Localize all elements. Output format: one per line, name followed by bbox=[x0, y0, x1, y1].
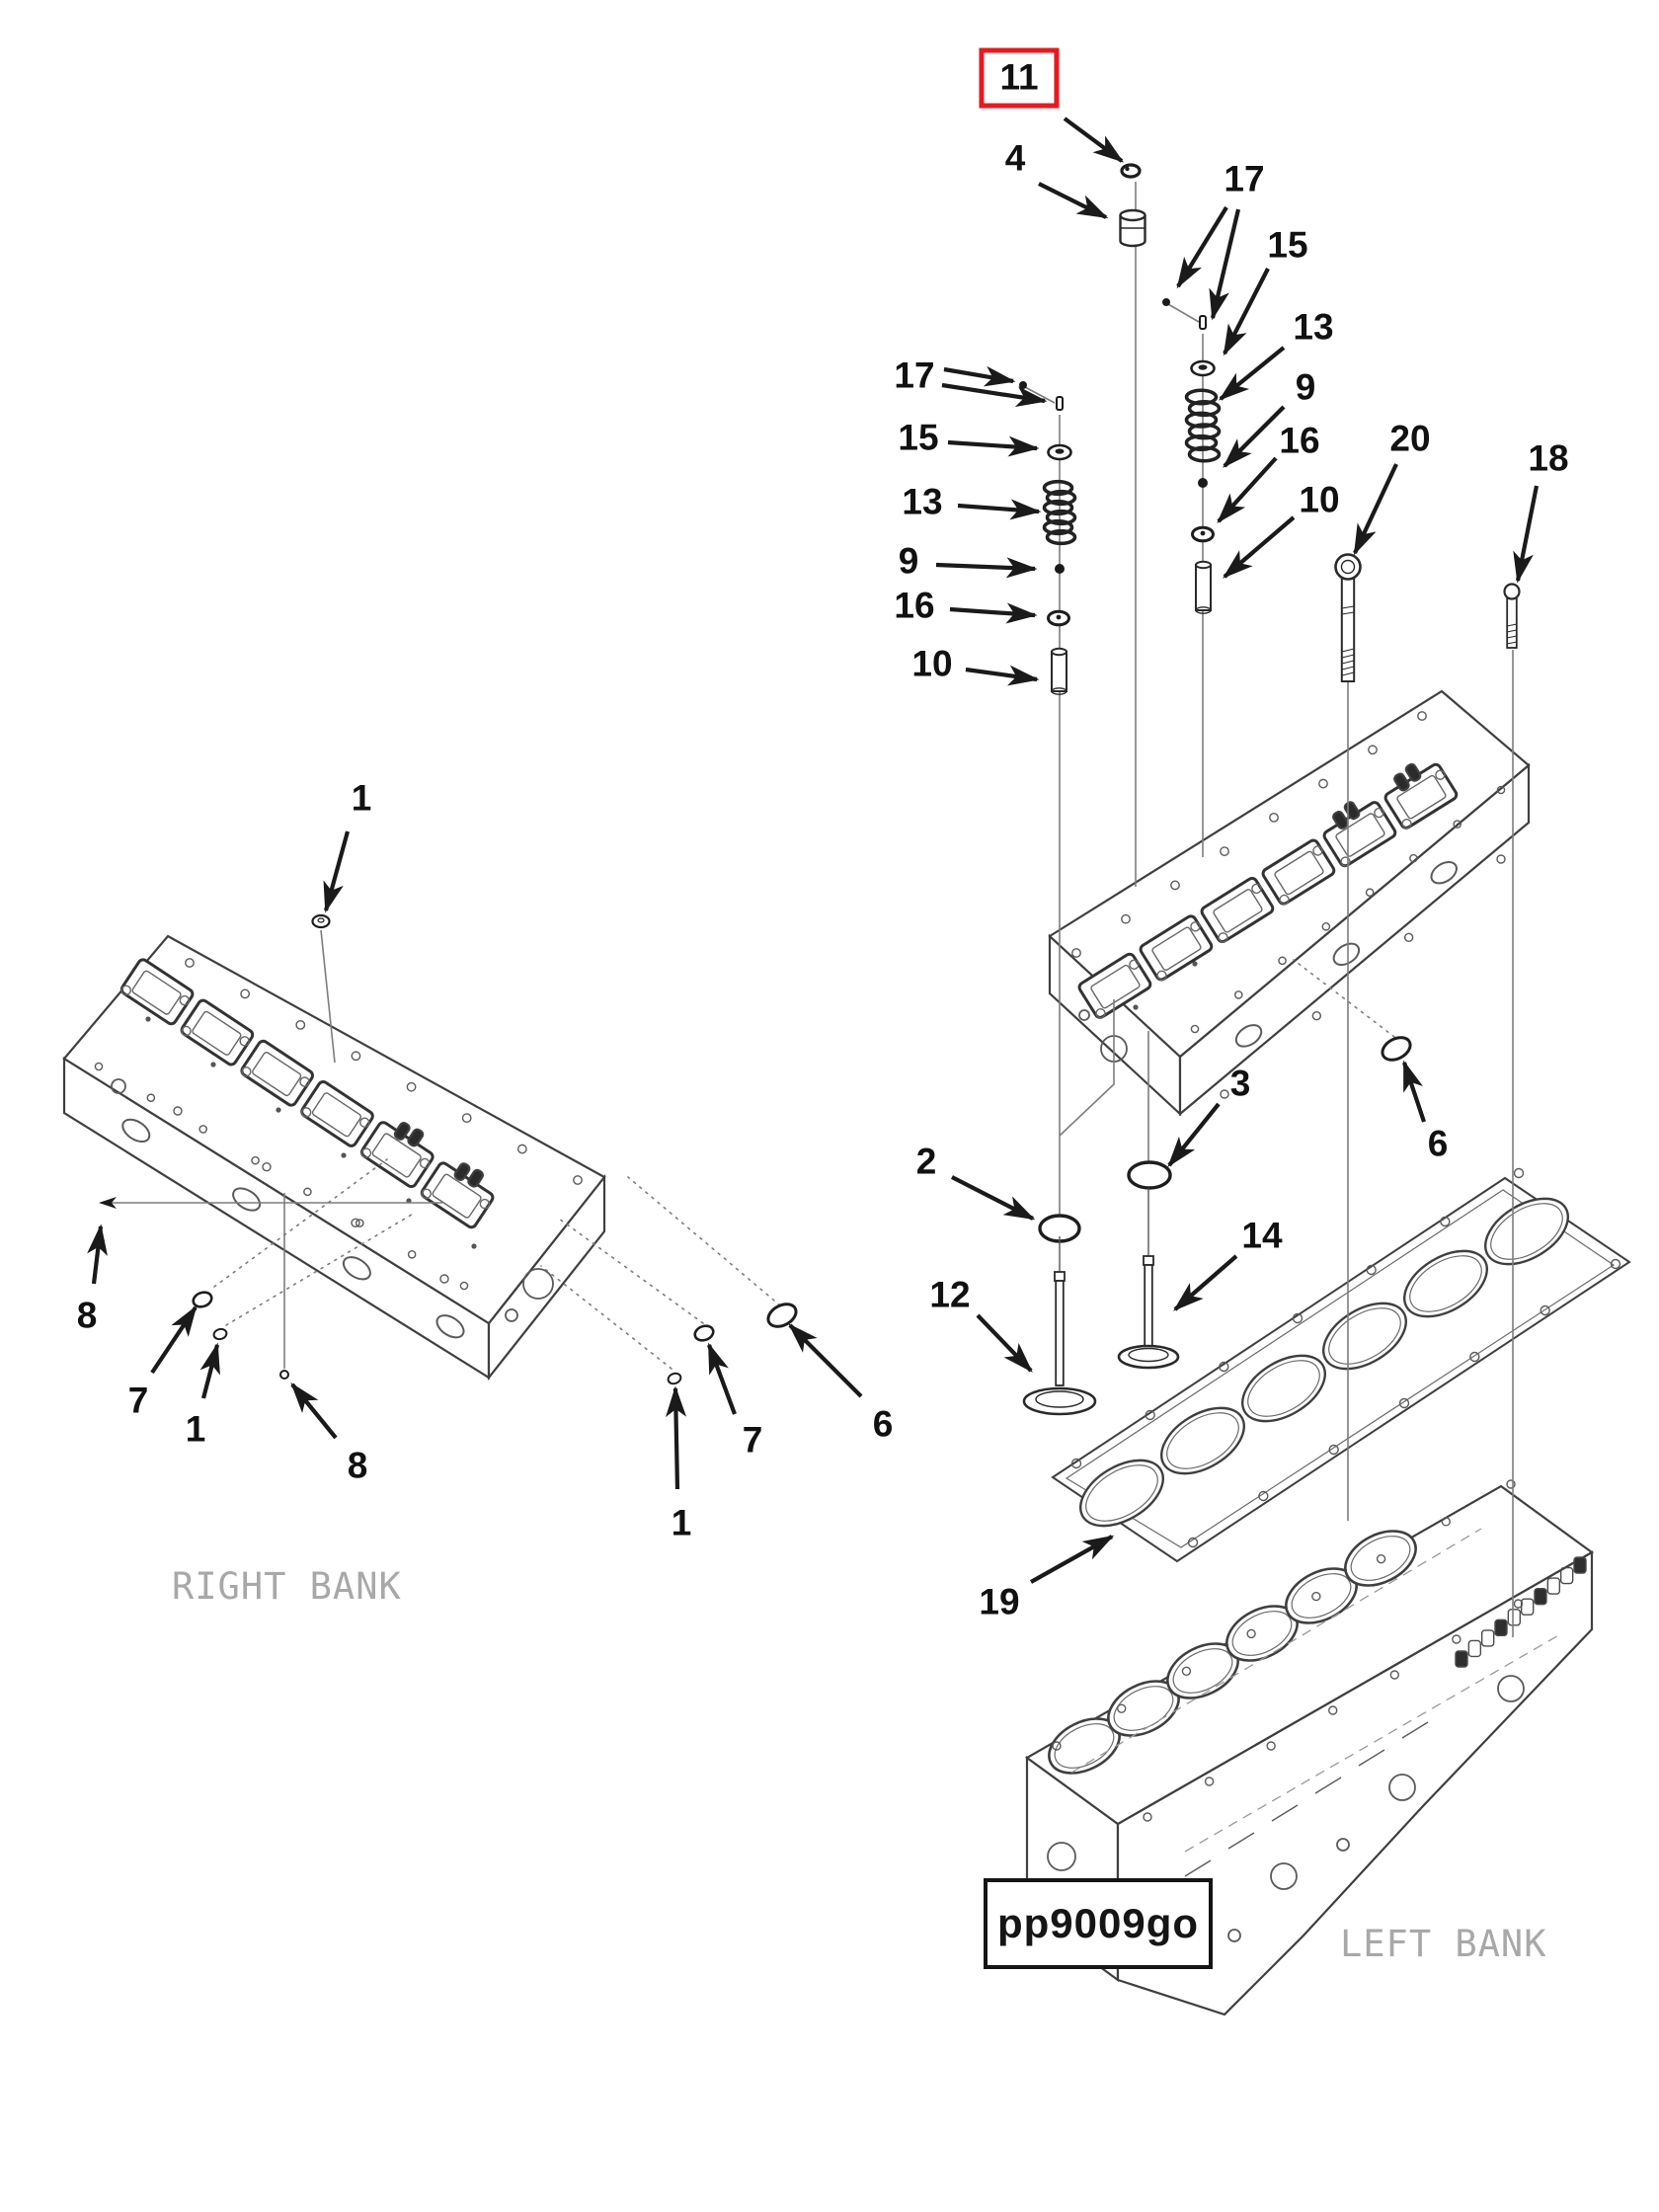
part-washer-1-left bbox=[212, 1327, 228, 1341]
part-valve-tappet-4 bbox=[1119, 208, 1146, 248]
figure-code-box: pp9009go bbox=[984, 1878, 1213, 1969]
left-bank-caption: LEFT BANK bbox=[1340, 1923, 1547, 1965]
part-exhaust-valve-12 bbox=[1022, 1236, 1097, 1416]
part-valve-keepers-17-right bbox=[1162, 298, 1207, 330]
part-keeper-ball-9-left bbox=[1055, 564, 1065, 574]
part-o-ring-6-right bbox=[1381, 1036, 1412, 1062]
rocker-tower bbox=[1200, 876, 1275, 944]
rocker-tower bbox=[420, 1161, 495, 1229]
callout-arrow-1 bbox=[323, 830, 351, 913]
part-stud-18 bbox=[1503, 583, 1521, 649]
rocker-tower bbox=[1383, 762, 1459, 830]
callout-arrows bbox=[87, 117, 1540, 1584]
right-bank-end-face-detail bbox=[111, 1078, 554, 1322]
callout-arrow-13 bbox=[957, 499, 1042, 520]
part-stem-seal-16-right bbox=[1191, 525, 1215, 543]
callout-arrow-16 bbox=[949, 602, 1038, 624]
rocker-tower bbox=[1077, 952, 1152, 1019]
callout-arrow-17 bbox=[1176, 205, 1228, 289]
rocker-tower bbox=[1139, 914, 1214, 982]
part-valve-guide-10-left bbox=[1051, 647, 1067, 695]
part-valve-spring-13-left bbox=[1042, 479, 1077, 546]
callout-arrow-9 bbox=[1223, 405, 1286, 468]
leader-tick bbox=[99, 1197, 117, 1209]
part-washer-1-top bbox=[311, 913, 331, 929]
part-cup-plug-7-left bbox=[192, 1291, 213, 1308]
callout-arrow-7 bbox=[150, 1304, 198, 1375]
callout-arrow-18 bbox=[1513, 485, 1540, 584]
part-washer-1-bottom bbox=[667, 1372, 682, 1385]
cylinder-block-drawing bbox=[1024, 1479, 1595, 2016]
part-spring-retainer-15-left bbox=[1047, 443, 1072, 461]
rocker-tower bbox=[240, 1039, 314, 1107]
callout-arrow-10 bbox=[965, 665, 1040, 686]
left-bank-cylinder-head-drawing bbox=[1048, 689, 1531, 1117]
callout-arrow-20 bbox=[1353, 463, 1398, 556]
callout-arrow-19 bbox=[1029, 1535, 1115, 1584]
callout-arrow-15 bbox=[1223, 268, 1270, 356]
callout-arrow-6 bbox=[1402, 1060, 1426, 1123]
part-cup-plug-7-bottom bbox=[693, 1324, 715, 1342]
callout-arrow-12 bbox=[976, 1313, 1033, 1373]
callout-arrow-2 bbox=[951, 1175, 1036, 1221]
rocker-tower bbox=[1261, 838, 1336, 906]
callout-arrow-17 bbox=[1209, 208, 1241, 321]
part-spring-retainer-15-right bbox=[1190, 359, 1216, 377]
part-valve-guide-10-right bbox=[1195, 560, 1212, 614]
part-stem-seal-16-left bbox=[1047, 609, 1070, 627]
callout-arrow-7 bbox=[707, 1342, 737, 1415]
valve-train-parts bbox=[192, 163, 1521, 1416]
right-bank-cylinder-head-drawing bbox=[62, 934, 606, 1382]
part-intake-valve-14 bbox=[1117, 1188, 1180, 1370]
callout-arrow-16 bbox=[1217, 456, 1278, 523]
block-hidden-lines bbox=[1070, 1528, 1561, 1853]
callout-arrow-17 bbox=[943, 365, 1016, 387]
head-gasket-drawing bbox=[1051, 1167, 1631, 1563]
part-head-bolt-20 bbox=[1334, 553, 1362, 682]
rocker-tower bbox=[360, 1121, 434, 1189]
callout-arrow-3 bbox=[1167, 1102, 1221, 1168]
rocker-tower bbox=[300, 1080, 374, 1147]
part-keeper-ball-9-right bbox=[1198, 478, 1208, 488]
callout-arrow-8 bbox=[87, 1224, 108, 1285]
callout-arrow-8 bbox=[290, 1382, 338, 1440]
right-bank-caption: RIGHT BANK bbox=[172, 1565, 402, 1608]
leader-lines bbox=[105, 182, 1514, 1637]
callout-arrow-9 bbox=[935, 557, 1038, 579]
callout-arrow-13 bbox=[1218, 346, 1286, 401]
callout-arrow-6 bbox=[788, 1323, 863, 1398]
rocker-tower bbox=[119, 958, 195, 1026]
callout-arrow-14 bbox=[1173, 1254, 1238, 1311]
part-pushrod-socket-11 bbox=[1120, 163, 1142, 179]
callout-arrow-15 bbox=[947, 435, 1040, 457]
rocker-tower bbox=[180, 998, 255, 1066]
callout-arrow-1 bbox=[666, 1385, 687, 1490]
part-o-ring-6-left bbox=[766, 1303, 798, 1328]
callout-arrow-1 bbox=[199, 1342, 220, 1399]
part-dowel-8 bbox=[279, 1370, 289, 1380]
callout-arrow-10 bbox=[1223, 515, 1296, 579]
part-valve-spring-13-right bbox=[1184, 388, 1222, 463]
figure-code-text: pp9009go bbox=[996, 1900, 1200, 1946]
callout-arrow-11 bbox=[1063, 117, 1125, 163]
callout-arrow-4 bbox=[1038, 182, 1109, 219]
part-o-ring-3 bbox=[1127, 1160, 1172, 1190]
callout-arrow-17 bbox=[941, 382, 1048, 407]
